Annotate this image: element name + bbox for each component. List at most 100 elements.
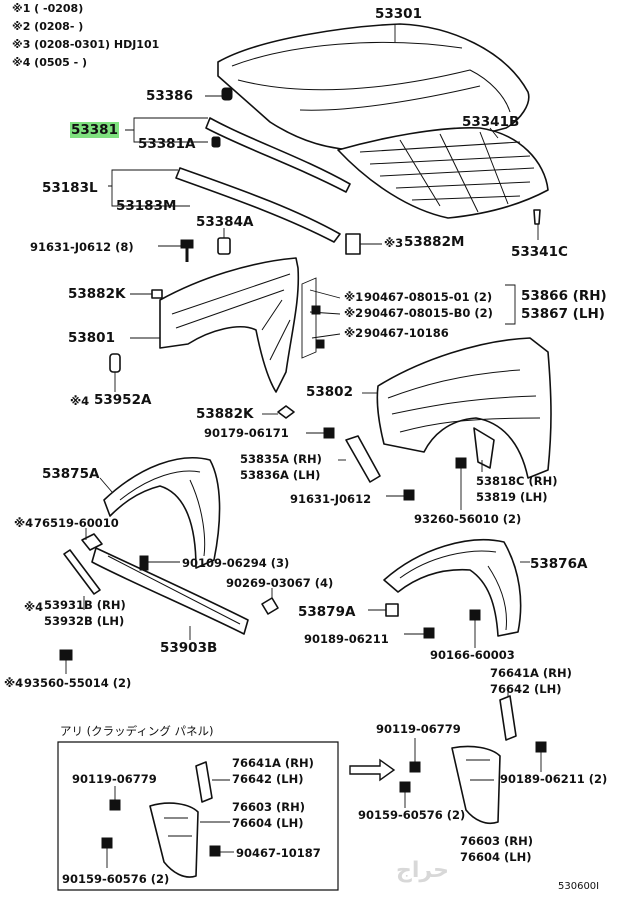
label-seal-m: 53183M [116,198,177,214]
label-cushion-a: 53384A [196,214,254,230]
screw-55014-part [59,649,73,674]
highlight-seal-hood: 53381 [70,122,119,138]
inset-label-flap-lh: 76604 (LH) [232,816,304,830]
hood-stop-part [205,87,233,101]
hood-seal-part [125,117,351,193]
mudguard-right-part [451,688,517,825]
label-mud-lh: 76642 (LH) [490,682,562,696]
label-screw-06779: 90119-06779 [376,722,461,736]
label-clip-60003: 90166-60003 [430,648,515,662]
screw-06779-right-part [409,738,421,773]
inset-box [57,741,339,891]
inset-label-mud-lh: 76642 (LH) [232,772,304,786]
label-clip-06211: 90189-06211 [304,632,389,646]
bolt-single-part [386,489,415,501]
note-3: ※3 (0208-0301) HDJ101 [12,38,160,51]
bracket-818c-part [473,427,495,472]
liner-876a-part [383,539,530,637]
label-seal-note: ※4 [24,600,44,614]
label-fender: 53802 [306,384,353,400]
label-seal-hood-a: 53381A [138,136,196,152]
label-hood-insulator: 53341B [462,114,520,130]
cushion-952a-part [109,353,121,392]
label-liner-876: 53876A [530,556,588,572]
label-cover-k2: 53882K [196,406,254,422]
seal-183-part [108,167,341,243]
label-screw-60576: 90159-60576 (2) [358,808,466,822]
label-screw-06294: 90109-06294 (3) [182,556,290,570]
label-seal-l: 53183L [42,180,98,196]
label-part-879: 53879A [298,604,356,620]
apron-801-part [130,257,300,393]
screw-60576-right-part [399,781,411,808]
label-apron-inner: 53801 [68,330,115,346]
label-clip1: 90467-08015-01 (2) [364,290,493,304]
label-clip-06211-2: 90189-06211 (2) [500,772,608,786]
inset-label-flap-rh: 76603 (RH) [232,800,306,814]
clip-60003-part [469,609,481,648]
hood-insulator-part [337,126,549,219]
label-cover-m-note: ※3 [384,236,404,250]
label-bracket-lh: 53836A (LH) [240,468,321,482]
label-flap-lh: 76604 (LH) [460,850,532,864]
label-seal-lh: 53932B (LH) [44,614,125,628]
inset-label-screw-60576: 90159-60576 (2) [62,872,170,886]
clip-06211-part [404,627,435,639]
label-screw-55014: 93560-55014 (2) [24,676,132,690]
label-clip1-note: ※1 [344,290,364,304]
note-4: ※4 (0505 - ) [12,56,88,69]
inset-label-screw-06779: 90119-06779 [72,772,157,786]
seal-931b-part [63,549,101,610]
insulator-clip-part [533,209,541,240]
label-seal-hood: 53381 [70,122,119,138]
screw-06294-part [139,555,180,571]
label-seal-903: 53903B [160,640,218,656]
label-apron-rh: 53866 (RH) [521,288,607,304]
label-nut-03067: 90269-03067 (4) [226,576,334,590]
label-cushion-952: 53952A [94,392,152,408]
liner-875a-part [99,457,221,569]
label-bolt-8: 91631-J0612 (8) [30,240,134,254]
inset-arrow [349,758,396,782]
label-flap-rh: 76603 (RH) [460,834,534,848]
label-screw-2: 93260-56010 (2) [414,512,522,526]
label-seal-rh: 53931B (RH) [44,598,126,612]
watermark: حراج [396,858,449,883]
label-bracket2-rh: 53818C (RH) [476,474,558,488]
label-clip2: 90467-08015-B0 (2) [364,306,493,320]
note-2: ※2 (0208- ) [12,20,84,33]
label-apron-lh: 53867 (LH) [521,306,605,322]
label-bracket-rh: 53835A (RH) [240,452,322,466]
label-bolt-single: 91631-J0612 [290,492,372,506]
cushion-384a-part [217,228,231,255]
note-1: ※1 ( -0208) [12,2,84,15]
label-bracket2-lh: 53819 (LH) [476,490,548,504]
cover-882k-lower-part [262,405,295,419]
clip-group-bracket [301,277,516,359]
figure-code: 530600I [558,881,600,892]
hood-part [217,23,530,152]
label-liner-875: 53875A [42,466,100,482]
inset-label-clip-10187: 90467-10187 [236,846,321,860]
label-clip3-note: ※2 [344,326,364,340]
label-clip2-note: ※2 [344,306,364,320]
inset-title: アリ (クラッディング パネル) [60,724,214,738]
clip-06211-2-part [535,741,547,772]
fender-802-part [362,337,552,479]
label-cover-m: 53882M [404,234,465,250]
part-879a-part [368,603,399,617]
label-screw-55014-note: ※4 [4,676,24,690]
label-clip-90179: 90179-06171 [204,426,289,440]
nut-03067-part [261,588,279,615]
label-hood: 53301 [375,6,422,22]
label-plate-76519: 76519-60010 [34,516,119,530]
label-insulator-clip: 53341C [511,244,568,260]
label-hood-stop: 53386 [146,88,193,104]
bolt-j0612-part [158,239,194,262]
label-plate-note: ※4 [14,516,34,530]
label-clip3: 90467-10186 [364,326,449,340]
label-cushion-952-note: ※4 [70,394,90,408]
cover-882m-part [345,233,382,255]
plate-76519-part [81,528,103,551]
